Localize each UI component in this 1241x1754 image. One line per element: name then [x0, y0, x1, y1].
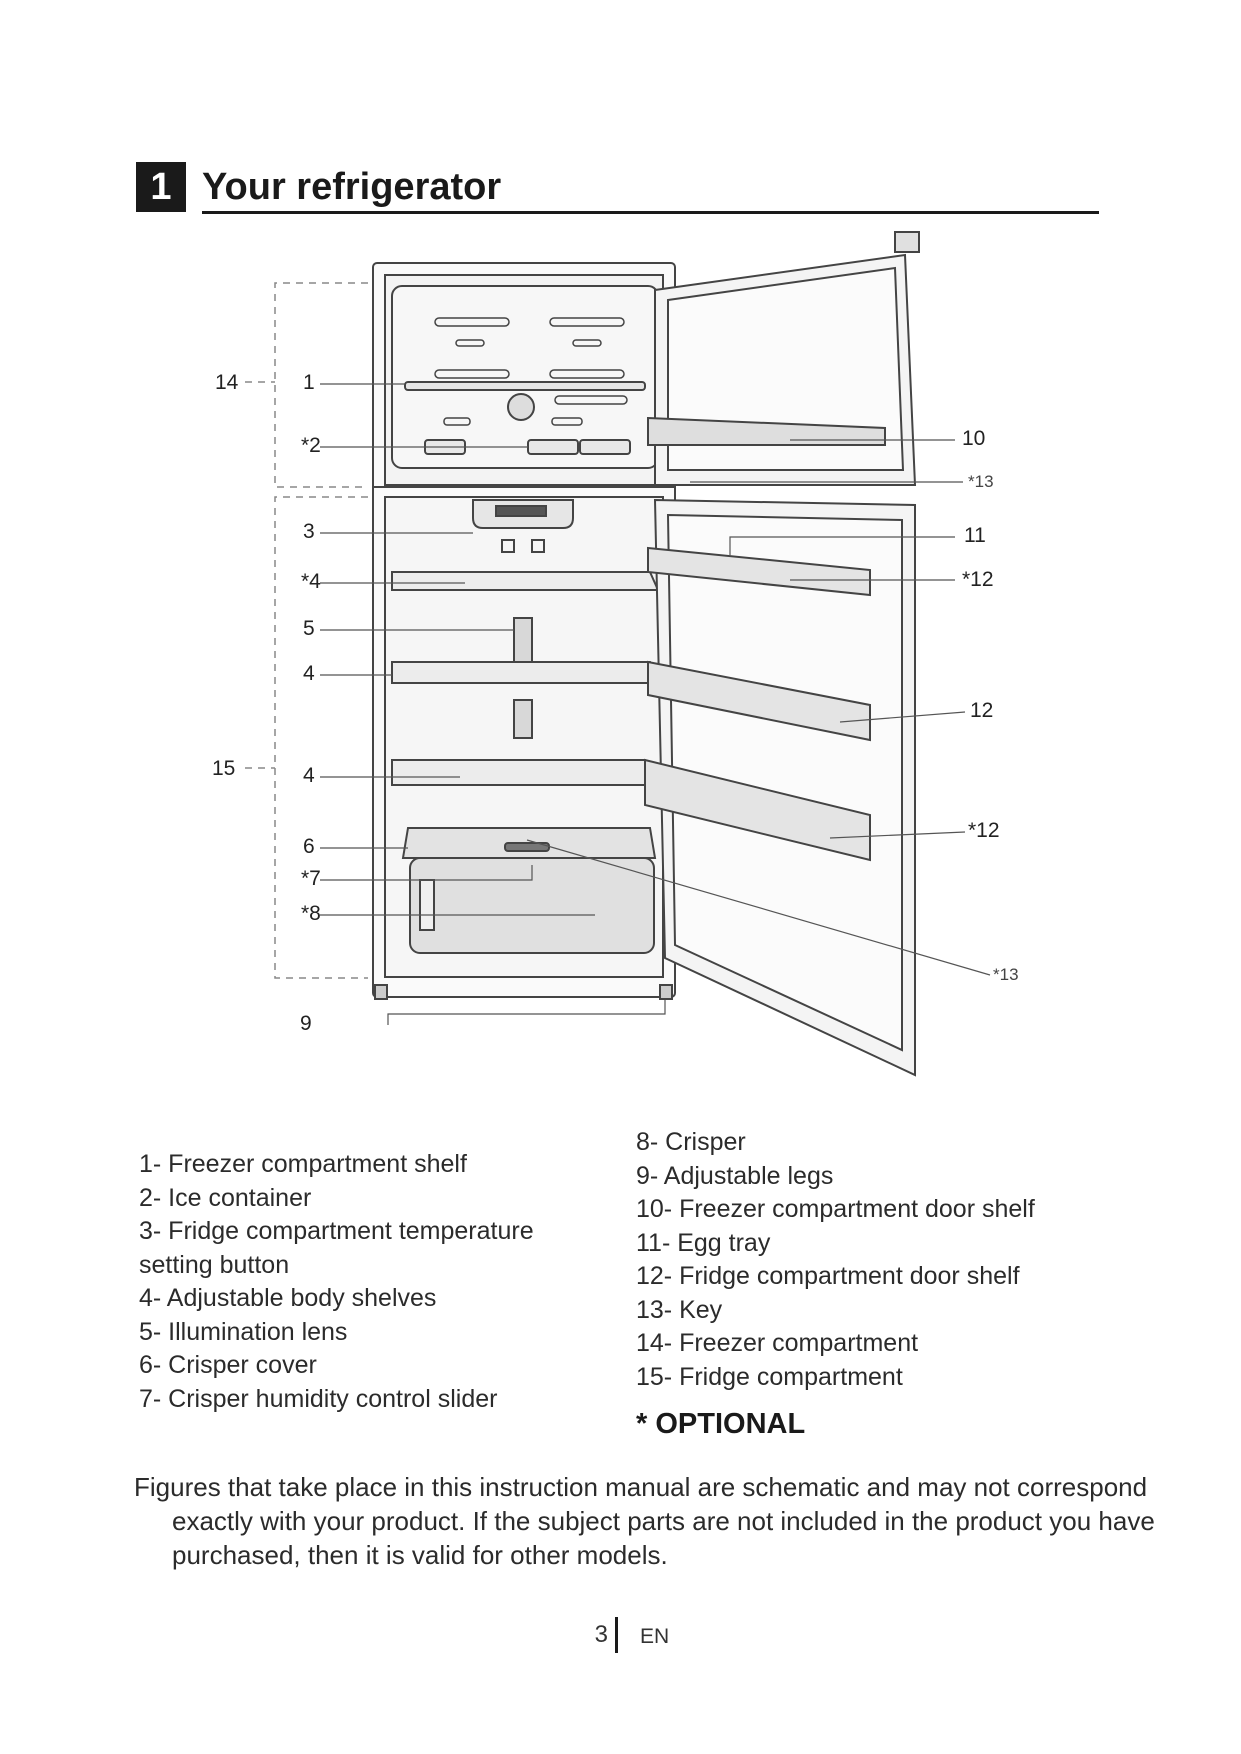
callout-13a: *13 — [968, 472, 994, 491]
legend-item: 4- Adjustable body shelves — [139, 1284, 437, 1312]
legend-item: 10- Freezer compartment door shelf — [636, 1195, 1035, 1223]
callout-12c: *12 — [968, 819, 1000, 842]
door-shelf-egg — [647, 546, 871, 597]
body-shelf-1 — [391, 571, 660, 591]
section-number: 1 — [136, 162, 186, 212]
callout-9: 9 — [300, 1012, 312, 1035]
freezer-interior — [384, 274, 664, 486]
leg-right — [659, 984, 673, 1000]
thermostat-knob — [507, 393, 535, 421]
callout-1: 1 — [303, 371, 315, 394]
legend-item: 11- Egg tray — [636, 1228, 771, 1257]
callout-15: 15 — [212, 757, 235, 780]
bracket-freezer — [274, 282, 368, 488]
crisper — [409, 857, 655, 954]
door-shelf-bottom — [644, 758, 871, 862]
ice-container — [527, 439, 579, 455]
freezer-shelf — [404, 381, 646, 391]
legend-item: 1- Freezer compartment shelf — [139, 1150, 467, 1178]
legend-item: 15- Fridge compartment — [636, 1362, 903, 1391]
humidity-slider — [504, 842, 550, 852]
section-title: Your refrigerator — [202, 166, 502, 208]
crisper-cover — [401, 827, 657, 859]
control-housing — [472, 499, 574, 529]
legend-item: 13- Key — [636, 1295, 723, 1324]
page-number: 3 — [594, 1621, 608, 1648]
fridge-door — [653, 498, 916, 1077]
heading-rule — [202, 211, 1099, 214]
legend-item: 5- Illumination lens — [139, 1317, 348, 1346]
footer-divider — [615, 1617, 618, 1653]
callout-3: 3 — [303, 520, 315, 543]
callout-2: *2 — [301, 434, 321, 457]
callout-11: 11 — [964, 524, 986, 547]
legend-item: 7- Crisper humidity control slider — [139, 1384, 498, 1413]
legend-item: 2- Ice container — [139, 1183, 312, 1212]
callout-5: 5 — [303, 617, 315, 640]
legend-right: 8- Crisper 9- Adjustable legs 10- Freeze… — [636, 1126, 1106, 1394]
page-footer: 3 EN — [0, 1617, 1241, 1657]
cabinet-body — [372, 262, 676, 998]
callout-7: *7 — [301, 867, 321, 890]
callout-4c: 4 — [303, 764, 315, 787]
optional-label: * OPTIONAL — [636, 1408, 806, 1440]
legend-item: 6- Crisper cover — [139, 1351, 317, 1379]
legend-left: 1- Freezer compartment shelf 2- Ice cont… — [139, 1148, 599, 1416]
legend-item: 14- Freezer compartment — [636, 1329, 919, 1357]
illumination-lens — [513, 617, 533, 663]
callout-4b: 4 — [303, 662, 315, 685]
disclaimer-note: Figures that take place in this instruct… — [134, 1472, 1155, 1570]
section-heading: 1 Your refrigerator — [136, 162, 1099, 214]
callout-12a: *12 — [962, 568, 994, 591]
freezer-door — [654, 253, 917, 486]
door-shelf-middle — [647, 660, 871, 742]
callout-12b: 12 — [970, 699, 993, 722]
language-code: EN — [640, 1625, 670, 1648]
callout-13b: *13 — [993, 965, 1019, 984]
callout-6: 6 — [303, 835, 315, 858]
body-shelf-3 — [391, 759, 654, 786]
callout-14: 14 — [215, 371, 239, 394]
legend-item: 12- Fridge compartment door shelf — [636, 1262, 1020, 1290]
bracket-fridge — [274, 496, 368, 979]
freezer-door-shelf — [647, 416, 886, 446]
callout-10: 10 — [962, 427, 985, 450]
callout-4a: *4 — [301, 570, 321, 593]
leg-left — [374, 984, 388, 1000]
legend-item: 8- Crisper — [636, 1128, 746, 1156]
fridge-interior — [384, 496, 664, 978]
legend-item: 9- Adjustable legs — [636, 1161, 834, 1190]
body-shelf-2 — [391, 661, 660, 684]
callout-8: *8 — [301, 902, 321, 925]
legend-item: 3- Fridge compartment temperature settin… — [139, 1217, 534, 1279]
